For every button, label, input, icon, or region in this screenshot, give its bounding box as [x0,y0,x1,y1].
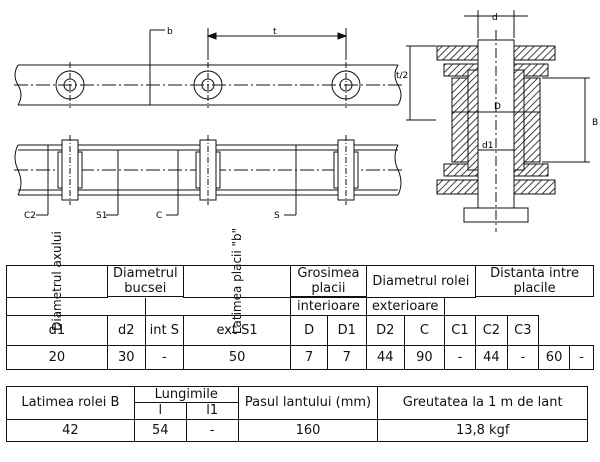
dim-d-label: d [492,13,498,23]
header-distanta: Distanta intre placile [475,265,594,297]
sub-D1: D1 [327,315,367,346]
dim-t-half-label: t/2 [396,71,408,81]
spacer-bucsei [6,297,146,316]
value-cell: 42 [6,418,135,443]
header-lungimile: Lungimile [133,385,239,404]
sub-l: l [133,402,187,420]
header-diametrul-rolei: Diametrul rolei [365,265,477,298]
value-cell: - [506,345,540,370]
header-grosimea-placii: Grosimea placii [290,265,367,297]
dim-b-label: b [167,27,173,37]
chain-side-view [14,28,402,108]
sub-d2: d2 [106,315,146,346]
header-latimea-placii: Latimea placii "b" [182,228,292,334]
value-cell: 160 [237,418,379,443]
dim-c-label: C [156,211,162,221]
value-cell: - [185,418,239,443]
value-cell: 44 [475,345,508,370]
sub-C1: C1 [443,315,477,346]
chain-plan-view [14,135,402,216]
sub-int-s: int S [144,315,184,346]
header-diametrul-axului: Diametrul axului [6,231,108,331]
dim-D-label: D [494,102,501,112]
value-cell: - [569,345,594,370]
sub-C2: C2 [475,315,508,346]
sub-C: C [404,315,445,346]
header-exterioare: exterioare [365,297,445,316]
dim-c2-label: C2 [24,211,36,221]
sub-C3: C3 [506,315,540,346]
sub-l1: l1 [185,402,239,420]
sub-d1: d1 [6,315,108,346]
value-cell: 20 [6,345,108,370]
header-pasul: Pasul lantului (mm) [237,386,379,420]
header-latimea-rolei: Latimea rolei B [6,386,135,420]
value-cell: 7 [327,345,367,370]
dim-B-label: B [592,118,598,128]
value-cell: 44 [365,345,406,370]
value-cell: 54 [133,418,187,443]
value-cell: 13,8 kgf [377,418,588,443]
value-cell: 7 [290,345,328,370]
sub-ext-s1: ext S1 [182,315,292,346]
dim-t-label: t [273,27,277,37]
roller-table: Latimea rolei B Lungimile Pasul lantului… [6,385,588,443]
dim-s-label: S [274,211,280,221]
chain-drawing: b t C2 S1 C S [14,10,598,232]
value-cell: 50 [182,345,292,370]
value-cell: 30 [106,345,146,370]
spacer-grosimea [144,297,292,316]
value-cell: - [144,345,184,370]
value-cell: - [443,345,477,370]
sub-D: D [290,315,328,346]
dimensions-table: Diametrul axului Diametrul bucsei Latime… [6,228,594,370]
dim-s1-label: S1 [96,211,107,221]
dim-d1-label: d1 [482,141,493,151]
value-cell: 90 [404,345,445,370]
chain-cross-section [406,10,590,232]
header-diametrul-bucsei: Diametrul bucsei [106,265,184,297]
value-cell: 60 [538,345,571,370]
header-interioare: interioare [290,297,367,316]
header-greutatea: Greutatea la 1 m de lant [377,386,588,420]
sub-D2: D2 [365,315,406,346]
